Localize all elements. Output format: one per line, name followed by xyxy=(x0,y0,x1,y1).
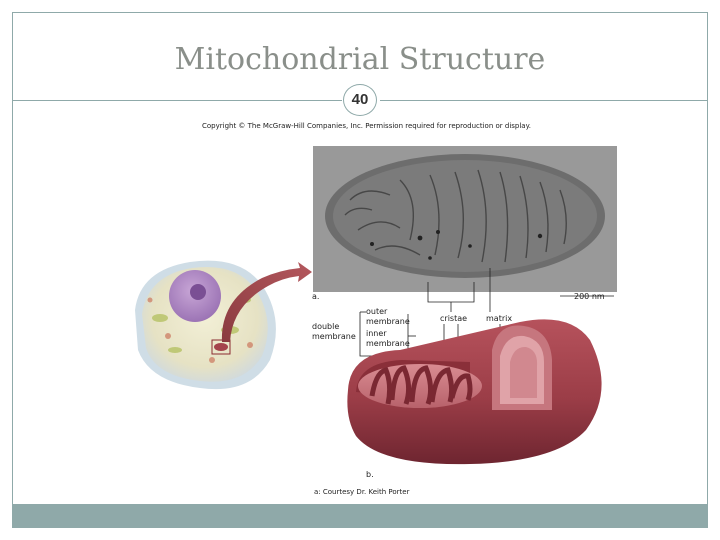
footer-bar xyxy=(12,504,708,528)
double-membrane-label: double membrane xyxy=(312,322,356,341)
cristae-label: cristae xyxy=(440,314,468,323)
outer-membrane-label: outer membrane xyxy=(366,307,410,326)
cell-illustration xyxy=(135,260,276,390)
inner-membrane-label: inner membrane xyxy=(366,329,410,348)
slide-title: Mitochondrial Structure xyxy=(174,42,546,77)
micrograph-image xyxy=(313,146,617,292)
zoom-arrow xyxy=(221,262,312,342)
image-credit: a: Courtesy Dr. Keith Porter xyxy=(314,488,410,496)
scale-bar-label: 200 nm xyxy=(574,292,605,301)
copyright-notice: Copyright © The McGraw-Hill Companies, I… xyxy=(202,122,531,130)
title-rule-right xyxy=(380,100,708,101)
page-number-badge: 40 xyxy=(343,84,377,116)
panel-b-label: b. xyxy=(366,470,374,479)
title-rule-left xyxy=(12,100,342,101)
mitochondrion-illustration xyxy=(347,319,602,465)
panel-a-label: a. xyxy=(312,292,320,301)
matrix-label: matrix xyxy=(486,314,513,323)
